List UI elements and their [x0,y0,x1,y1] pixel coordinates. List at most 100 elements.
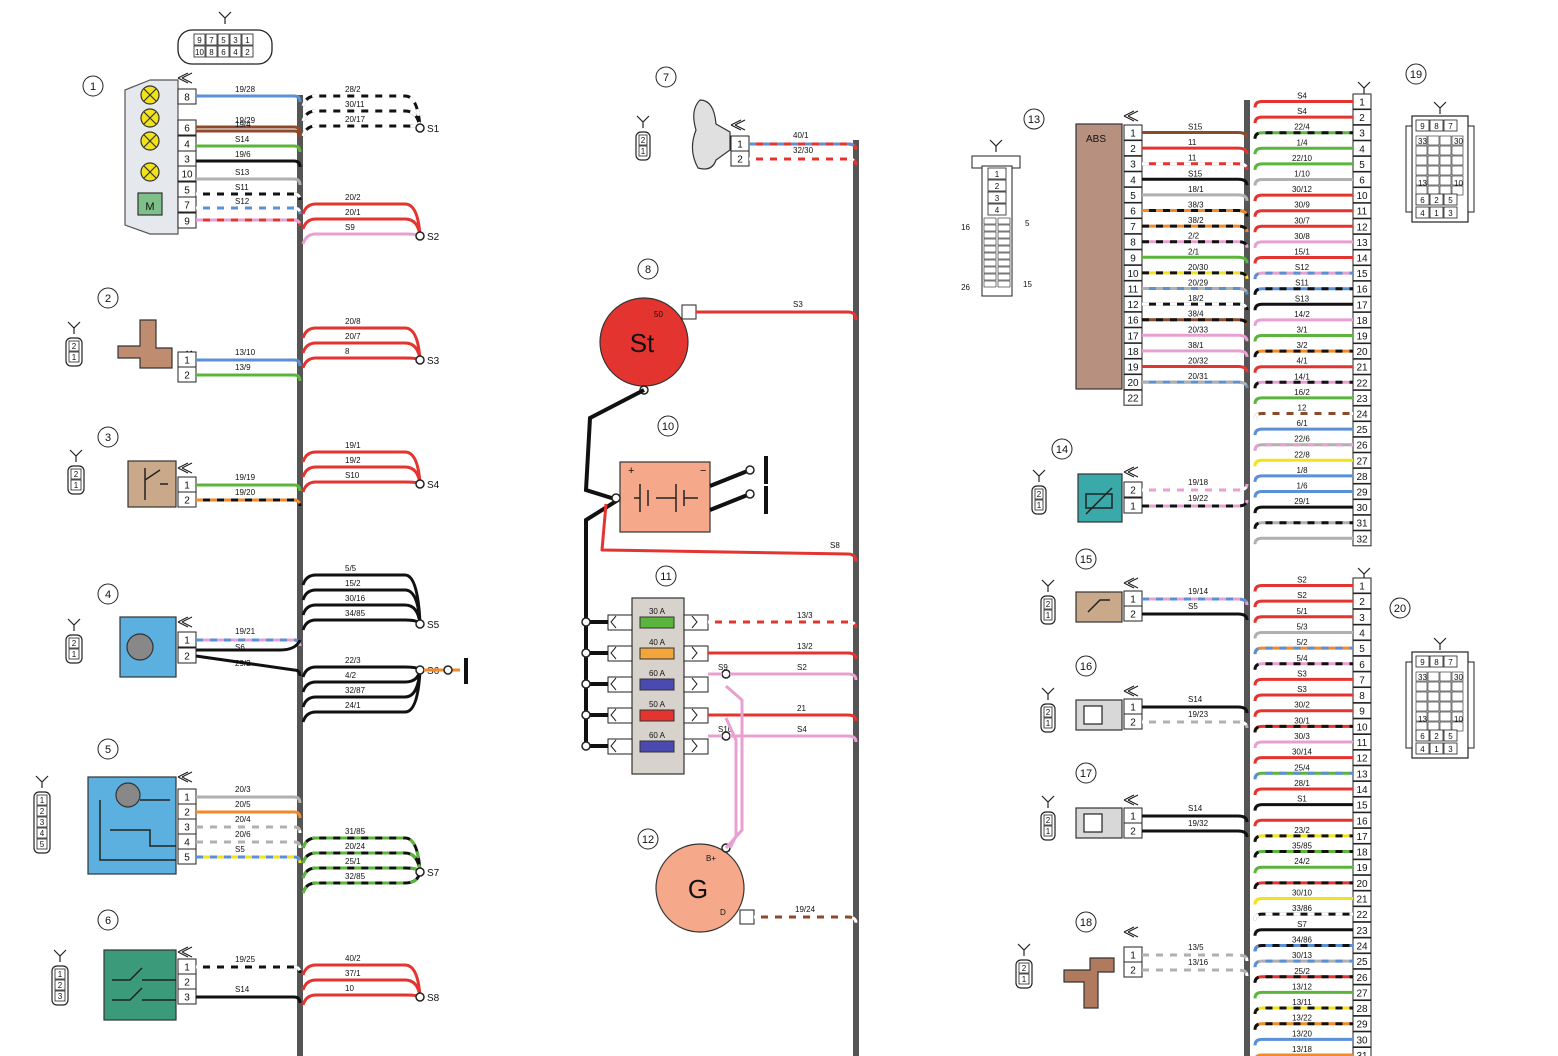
pin-number: 24 [1356,410,1368,421]
c20-wire-stripe [1253,834,1353,843]
c19-wire [1253,100,1353,108]
wire-label: 19/32 [1188,819,1209,828]
pin-number: 5 [1130,191,1136,202]
pin-number: 18 [1356,848,1368,859]
splice-wire [301,356,422,369]
wire-label: 38/3 [1188,201,1204,210]
conn-cell [1451,711,1464,722]
wire-label: 30/8 [1294,232,1310,241]
pin-number: 11 [1357,738,1368,749]
wire-label: 31/85 [345,827,366,836]
abs-conn-cell [997,224,1011,232]
feed-node [581,741,591,751]
wire-label: S13 [235,168,250,177]
component-15-body [1075,591,1123,623]
connector-fork-icon [1032,469,1046,482]
big-connector-tab [1467,125,1475,213]
wire-label: 6/1 [1296,419,1308,428]
pin-number: 7 [1130,222,1136,233]
component-number-circle [637,828,659,850]
plug-pin [70,468,82,480]
abs-conn-cell [983,245,997,253]
conn-cell-number: 3 [233,36,238,45]
c20-wire [1253,630,1353,639]
wire-label: 22/8 [1294,450,1310,459]
pin-number: 1 [1130,812,1136,823]
wire-label: S14 [1188,695,1203,704]
conn-cell [1427,711,1440,722]
c19-wire [1253,365,1353,373]
c20-wire [1253,1037,1353,1046]
pin-number: 24 [1356,941,1368,952]
plug-pin [68,351,80,363]
splice-point [415,867,425,877]
feed-node [581,648,591,658]
switch-symbol [144,468,168,500]
sensor-symbol [1085,493,1113,509]
c19-wire [1253,146,1353,155]
wire-label: 20/17 [345,115,366,124]
splice-label: S3 [427,356,440,367]
fuse-terminal-arrow [610,708,698,722]
wire-label: S8 [830,541,840,550]
wire-label: 30/9 [1294,201,1310,210]
connector-fork-icon [1041,687,1055,700]
pin-number: 29 [1356,488,1368,499]
splice-label: S7 [427,868,440,879]
comp6-wire [196,995,302,1004]
plug-pin [54,968,66,980]
socket-arrow-icon [177,462,193,474]
conn-cell [241,33,254,46]
generator-terminal-box [739,909,755,925]
conn-cell [1439,701,1452,712]
c19-wire-stripe [1253,349,1353,358]
splice-wire [301,588,422,625]
pin-number: 13 [1356,238,1368,249]
plug-pin [1043,825,1053,837]
wire-label: 15/2 [345,579,361,588]
c19-wire [1253,536,1353,545]
conn-cell [1415,193,1430,206]
abs-conn-pin [987,191,1007,204]
conn-cell-number: 2 [1434,732,1439,741]
wire-label: 15/1 [1294,248,1310,257]
abs-wire [1142,177,1249,186]
pin-number: 16 [1127,316,1139,327]
socket-arrow-icon [177,946,193,958]
conn-cell [1439,135,1452,146]
pin-number: 4 [1130,175,1136,186]
conn-cell [1443,655,1458,668]
pin-number: 29 [1356,1020,1368,1031]
conn-cell [1415,119,1430,132]
comp17-wire [1142,829,1249,838]
pin-number: 2 [737,155,743,166]
abs-conn-cell [983,217,997,225]
pin-number: 30 [1356,1035,1368,1046]
pin-number: 3 [184,993,190,1004]
connector-fork-icon [1357,81,1371,94]
comp16-wire [1142,705,1249,714]
abs-conn-side-label: 26 [961,283,970,292]
conn-cell [1451,155,1464,166]
conn-cell-number: 33 [1418,137,1427,146]
component-number-circle [97,287,119,309]
plug-pin-number: 2 [1037,490,1042,499]
wire-label: 30/10 [1292,889,1313,898]
c19-wire [1253,318,1353,327]
wire-label: 19/24 [795,905,816,914]
wire-label: 13/22 [1292,1014,1313,1023]
splice-wire [301,669,422,693]
wire-label: 22/3 [345,656,361,665]
comp4-wire [196,639,302,652]
connector-fork-icon [53,949,67,962]
c20-wire [1253,615,1353,623]
wire-label: 30/16 [345,594,366,603]
plug-pin [36,816,48,828]
conn-cell [1451,145,1464,156]
connector-fork-icon [1433,637,1447,650]
c20-wire [1253,803,1353,811]
pin-number: 2 [184,808,190,819]
wire-label: 18/2 [1188,294,1204,303]
comp18-wire-stripe [1142,953,1249,962]
